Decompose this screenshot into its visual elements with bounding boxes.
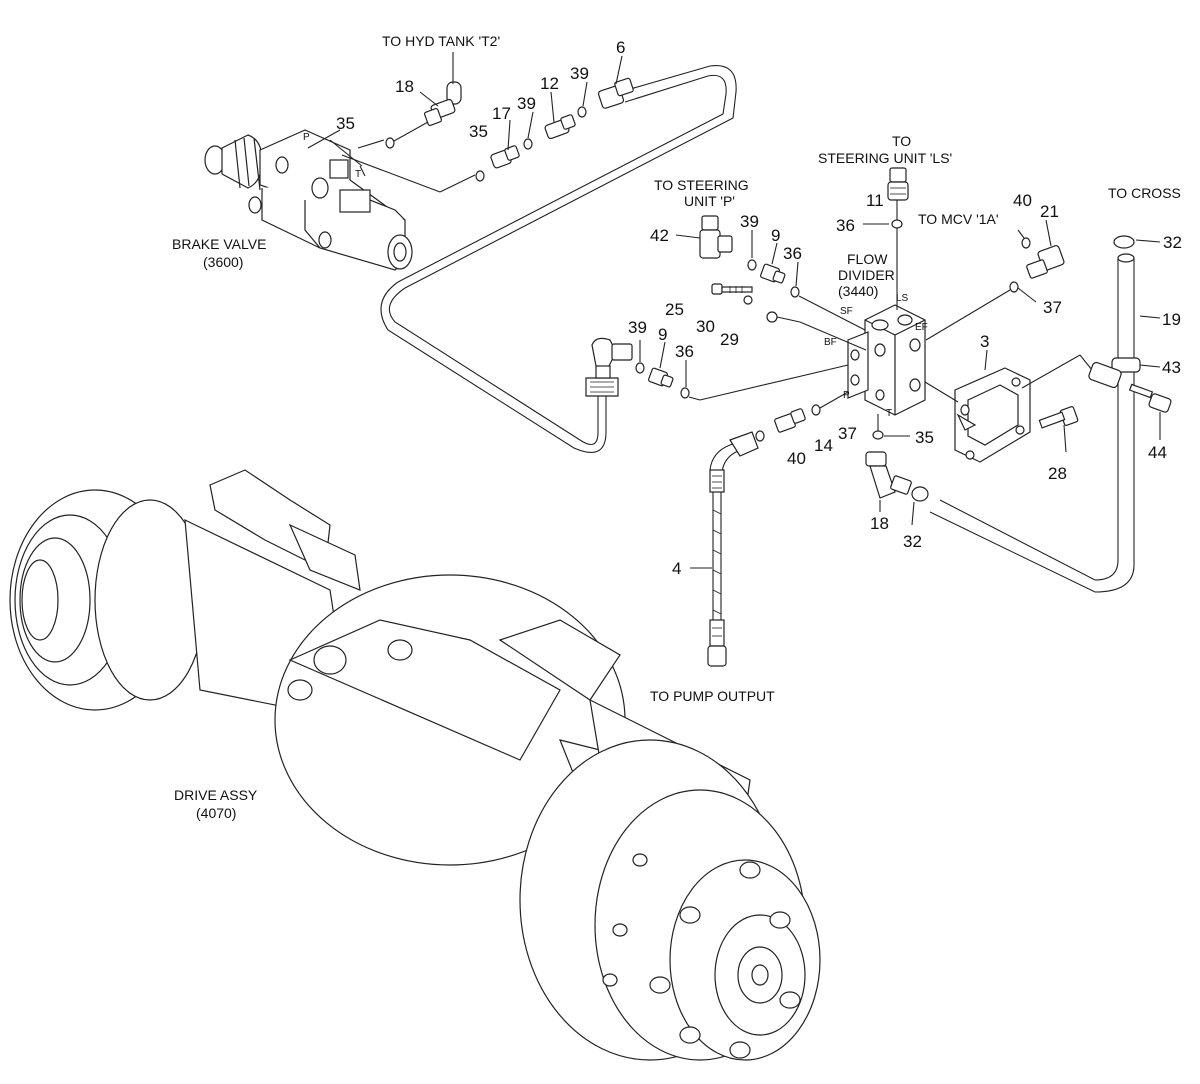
o-ring-40-a [1021, 237, 1031, 249]
callout-35-c: 35 [915, 428, 934, 447]
callout-32-top: 32 [1163, 233, 1182, 252]
adapter-9-upper [760, 263, 786, 284]
callout-39-a: 39 [517, 94, 536, 113]
callout-6: 6 [616, 38, 625, 57]
callout-9-lower: 9 [658, 325, 667, 344]
bolt-28 [1038, 406, 1079, 429]
callout-17: 17 [492, 104, 511, 123]
washer-30 [743, 295, 753, 305]
o-ring-39-b [577, 106, 587, 118]
callout-35-b: 35 [469, 122, 488, 141]
elbow-fitting-21 [1026, 245, 1065, 279]
port-label-brake-t: T [355, 169, 361, 180]
callout-32-lower: 32 [903, 532, 922, 551]
callout-30: 30 [696, 317, 715, 336]
return-tube-19 [929, 235, 1141, 593]
callout-35-a: 35 [336, 114, 355, 133]
callout-3: 3 [980, 332, 989, 351]
brake-pipe-loop [380, 64, 737, 453]
label-to-pump-output: TO PUMP OUTPUT [650, 688, 775, 704]
port-label-brake-p: P [303, 132, 310, 143]
label-to-hyd-tank: TO HYD TANK 'T2' [382, 33, 500, 49]
drive-axle-assembly [9, 469, 821, 1061]
callout-9-upper: 9 [771, 226, 780, 245]
callout-40-b: 40 [787, 449, 806, 468]
callout-18-top: 18 [395, 77, 414, 96]
label-to-steering-p-2: UNIT 'P' [684, 193, 735, 209]
port-label-sf: SF [840, 306, 853, 317]
callout-14: 14 [814, 436, 833, 455]
label-flow-divider-2: DIVIDER [838, 267, 895, 283]
callout-39-d: 39 [628, 318, 647, 337]
bolt-25 [711, 283, 753, 295]
label-drive-assy-1: DRIVE ASSY [174, 787, 258, 803]
callout-25: 25 [665, 300, 684, 319]
label-drive-assy-2: (4070) [196, 805, 236, 821]
port-label-bf: BF [824, 337, 837, 348]
callout-4: 4 [672, 559, 681, 578]
port-label-ls: LS [896, 293, 909, 304]
callout-21: 21 [1040, 202, 1059, 221]
label-to-steering-ls-2: STEERING UNIT 'LS' [818, 150, 952, 166]
o-ring-35-b [475, 170, 485, 182]
callout-19: 19 [1162, 310, 1181, 329]
o-ring-40-b [755, 430, 765, 442]
port-label-t: T [886, 408, 892, 419]
callout-39-b: 39 [570, 64, 589, 83]
callout-18-lower: 18 [870, 514, 889, 533]
port-label-ef: EF [915, 322, 928, 333]
callout-37-b: 37 [838, 424, 857, 443]
adapter-12 [544, 114, 576, 140]
callout-12: 12 [540, 74, 559, 93]
adapter-14 [774, 408, 806, 433]
flow-divider [847, 304, 926, 416]
callout-28: 28 [1048, 464, 1067, 483]
o-ring-35-c [872, 430, 884, 440]
callout-36-b: 36 [783, 244, 802, 263]
callout-42: 42 [650, 226, 669, 245]
o-ring-37-a [1009, 281, 1019, 293]
o-ring-39-a [523, 138, 533, 150]
o-ring-35-a [385, 137, 395, 149]
callout-40-a: 40 [1013, 191, 1032, 210]
callout-44: 44 [1148, 443, 1167, 462]
cap-32-top [1113, 235, 1135, 249]
callout-37-a: 37 [1043, 298, 1062, 317]
callout-39-c: 39 [740, 212, 759, 231]
callout-36-a: 36 [836, 216, 855, 235]
bracket-3 [954, 367, 1031, 463]
pump-hose-4 [707, 431, 759, 667]
washer-29 [766, 311, 778, 323]
callout-11: 11 [866, 191, 884, 210]
label-brake-valve-1: BRAKE VALVE [172, 236, 266, 252]
callout-36-c: 36 [675, 342, 694, 361]
adapter-11 [887, 167, 909, 201]
elbow-fitting-18-lower [865, 451, 912, 499]
o-ring-37-b [811, 404, 821, 416]
label-flow-divider-3: (3440) [838, 283, 878, 299]
elbow-fitting-18-top [423, 81, 462, 127]
brake-valve [204, 129, 413, 271]
o-ring-36-top [891, 219, 903, 229]
label-brake-valve-2: (3600) [203, 254, 243, 270]
o-ring-36-c [680, 387, 690, 399]
o-ring-39-d [635, 362, 645, 374]
label-to-steering-ls-1: TO [892, 133, 911, 149]
tee-fitting-42 [699, 215, 733, 259]
adapter-9-lower [648, 367, 674, 388]
o-ring-39-c [747, 259, 757, 271]
bolt-44 [1128, 383, 1172, 413]
label-flow-divider-1: FLOW [847, 251, 888, 267]
port-label-p: P [843, 390, 850, 401]
cap-32-lower [911, 486, 929, 502]
o-ring-36-b [790, 286, 800, 298]
adapter-17 [490, 145, 520, 169]
brake-valve-port-lines [307, 129, 476, 193]
label-to-cross: TO CROSS [1108, 185, 1181, 201]
label-to-steering-p-1: TO STEERING [654, 177, 749, 193]
label-to-mcv: TO MCV '1A' [918, 211, 999, 227]
callout-43: 43 [1162, 358, 1181, 377]
callout-29: 29 [720, 330, 739, 349]
